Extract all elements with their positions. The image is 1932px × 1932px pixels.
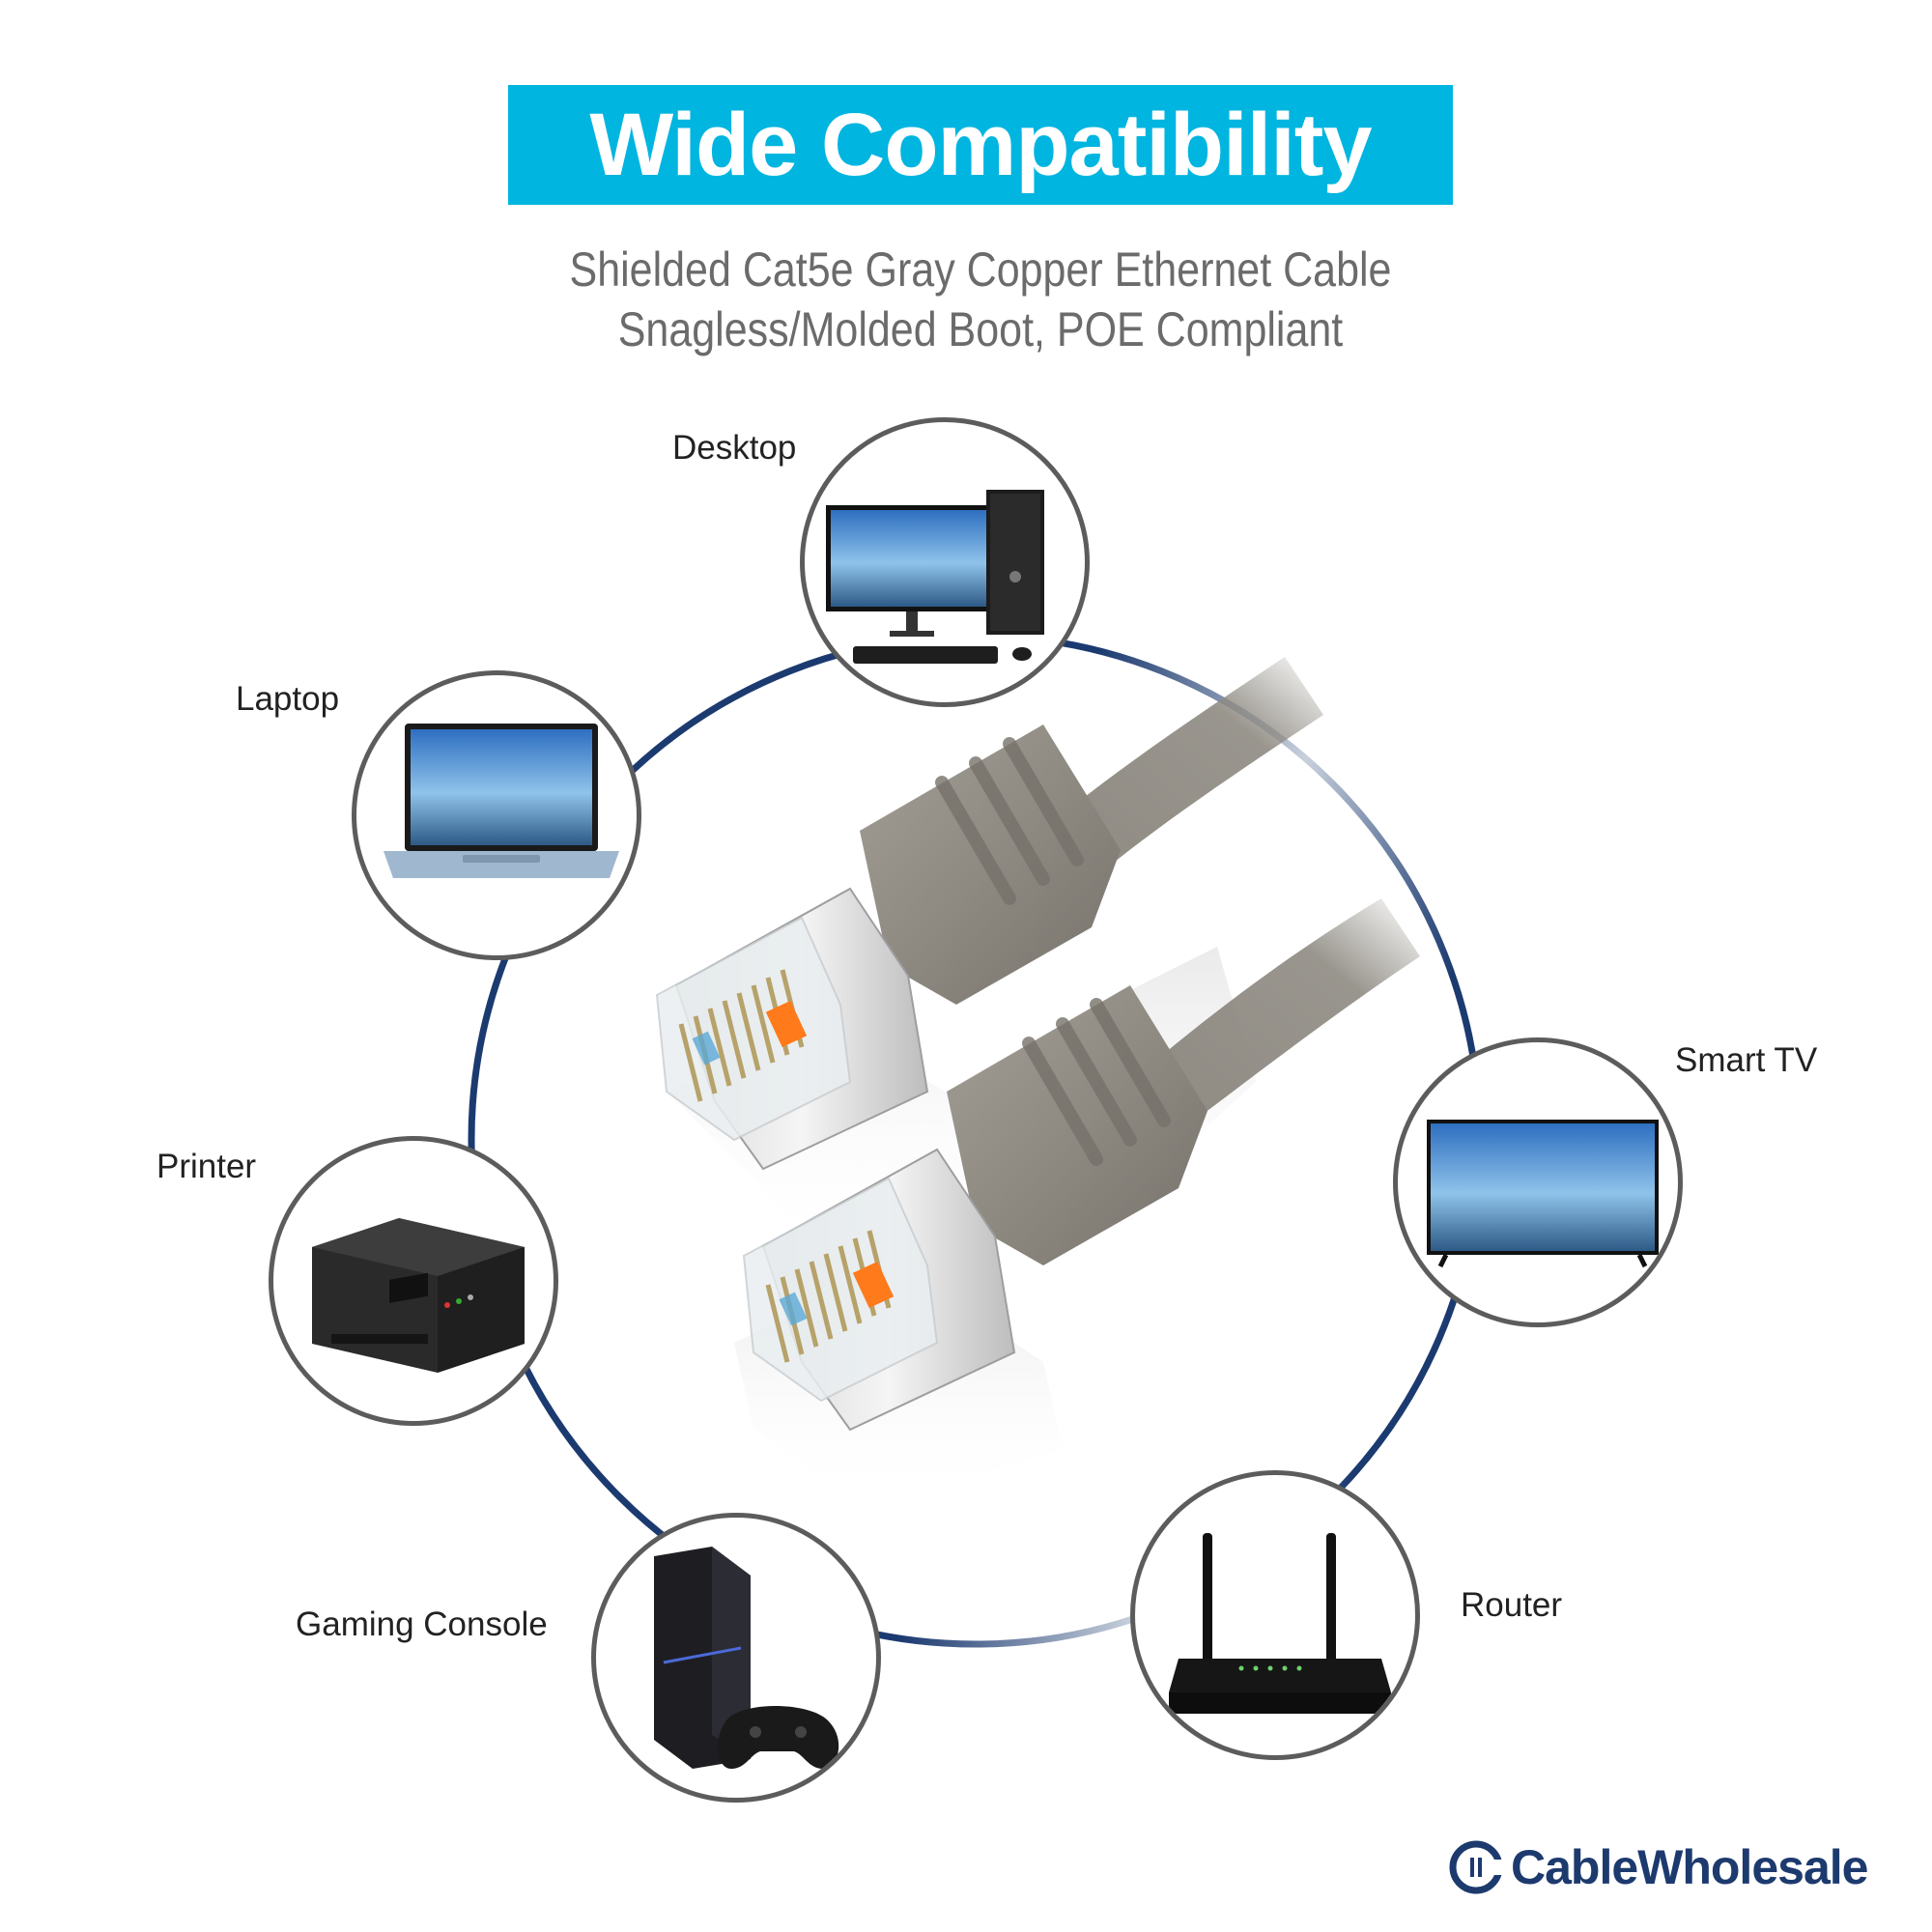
router-icon — [1169, 1533, 1391, 1714]
gaming-console-label: Gaming Console — [296, 1605, 548, 1643]
desktop-label: Desktop — [672, 429, 797, 467]
brand-name: CableWholesale — [1511, 1840, 1868, 1894]
laptop-icon — [384, 724, 619, 878]
smart-tv-circle — [1393, 1037, 1683, 1327]
router-circle — [1130, 1470, 1420, 1760]
smart-tv-label: Smart TV — [1675, 1041, 1818, 1079]
desktop-icon — [826, 490, 1044, 664]
subtitle-line-1: Shielded Cat5e Gray Copper Ethernet Cabl… — [569, 242, 1392, 297]
smart-tv-icon — [1427, 1120, 1659, 1268]
subtitle-line-2: Snagless/Molded Boot, POE Compliant — [617, 302, 1344, 356]
printer-label: Printer — [156, 1148, 257, 1185]
gaming-console-icon — [654, 1547, 839, 1769]
brand-logo-icon — [1449, 1840, 1503, 1894]
laptop-circle — [352, 670, 641, 960]
desktop-circle — [800, 417, 1090, 707]
gaming-console-circle — [591, 1513, 881, 1803]
printer-icon — [312, 1218, 525, 1373]
title-banner: Wide Compatibility — [508, 85, 1453, 205]
printer-circle — [269, 1136, 558, 1426]
page-title: Wide Compatibility — [589, 95, 1372, 194]
brand-logo: CableWholesale — [1449, 1833, 1868, 1901]
router-label: Router — [1461, 1586, 1563, 1624]
laptop-label: Laptop — [236, 680, 340, 718]
